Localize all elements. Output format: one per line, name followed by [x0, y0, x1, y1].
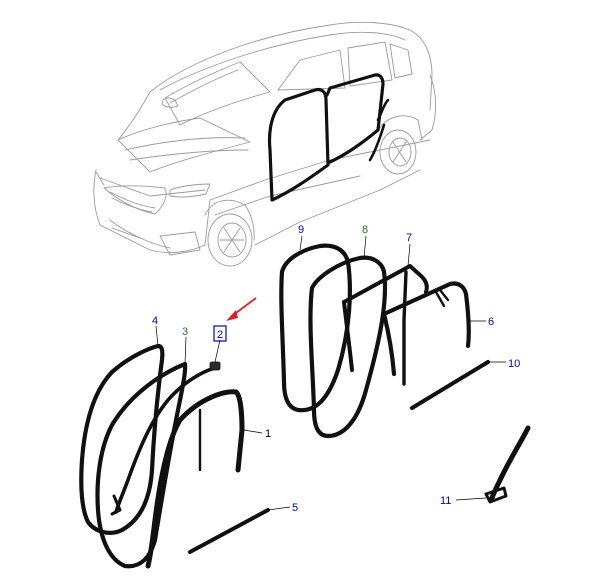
seal-8 [308, 255, 388, 439]
seal-3 [95, 361, 188, 569]
callout-10: 10 [508, 358, 520, 370]
callout-4: 4 [152, 315, 158, 327]
seal-7 [342, 264, 429, 386]
seal-6 [381, 281, 471, 377]
seal-2 [110, 361, 221, 516]
callout-8: 8 [362, 224, 368, 236]
callout-5: 5 [292, 502, 298, 514]
indicator-arrow [226, 297, 257, 321]
seal-5 [188, 508, 270, 554]
callout-2-highlight-box [213, 325, 227, 342]
callout-labels: 4 3 2 1 5 9 8 7 6 10 11 [152, 224, 520, 514]
vehicle-outline [93, 21, 437, 267]
callout-1: 1 [265, 428, 271, 440]
callout-9: 9 [298, 224, 304, 236]
seal-10 [410, 360, 490, 410]
leader-lines [155, 235, 506, 511]
seal-9 [279, 243, 352, 413]
callout-11: 11 [440, 495, 451, 507]
seal-1 [145, 389, 245, 569]
callout-6: 6 [488, 316, 494, 328]
callout-2: 2 [217, 329, 223, 341]
callout-3: 3 [182, 326, 188, 338]
seal-11 [484, 425, 531, 504]
seal-4 [79, 343, 165, 535]
vehicle-door-seals [267, 73, 390, 202]
callout-7: 7 [406, 232, 412, 244]
